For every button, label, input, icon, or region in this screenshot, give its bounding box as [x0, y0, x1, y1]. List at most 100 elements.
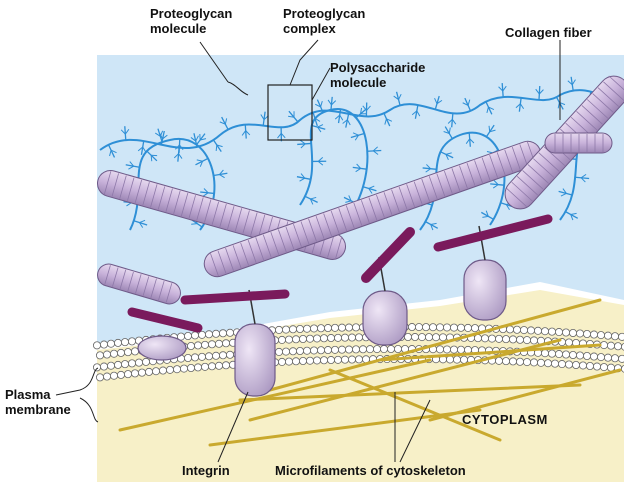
- lipid-head: [443, 346, 450, 353]
- lipid-head: [306, 335, 313, 342]
- proteoglycan-twig: [216, 145, 217, 151]
- lipid-head: [341, 334, 348, 341]
- lipid-head: [509, 358, 516, 365]
- lipid-head: [415, 323, 422, 330]
- lipid-head: [327, 356, 334, 363]
- proteoglycan-complex-label: Proteoglycan complex: [283, 6, 365, 36]
- lipid-head: [205, 353, 212, 360]
- lipid-head: [604, 354, 611, 361]
- lipid-head: [408, 323, 415, 330]
- lipid-head: [121, 361, 128, 368]
- lipid-head: [429, 324, 436, 331]
- lipid-head: [551, 360, 558, 367]
- lipid-head: [145, 368, 152, 375]
- lipid-head: [576, 352, 583, 359]
- lipid-head: [334, 356, 341, 363]
- lipid-head: [548, 350, 555, 357]
- lipid-head: [597, 331, 604, 338]
- lipid-head: [404, 333, 411, 340]
- lipid-head: [509, 336, 516, 343]
- lipid-head: [562, 329, 569, 336]
- lipid-head: [320, 357, 327, 364]
- lipid-head: [555, 328, 562, 335]
- lipid-head: [212, 352, 219, 359]
- lipid-head: [446, 356, 453, 363]
- lipid-head: [292, 358, 299, 365]
- lipid-head: [590, 353, 597, 360]
- lipid-head: [282, 348, 289, 355]
- lipid-head: [593, 363, 600, 370]
- lipid-head: [201, 341, 208, 348]
- lipid-head: [103, 373, 110, 380]
- lipid-head: [450, 346, 457, 353]
- lipid-head: [275, 348, 282, 355]
- lipid-head: [327, 334, 334, 341]
- lipid-head: [278, 358, 285, 365]
- lipid-head: [103, 351, 110, 358]
- lipid-head: [548, 328, 555, 335]
- lipid-head: [219, 352, 226, 359]
- lipid-head: [114, 361, 121, 368]
- lipid-head: [131, 370, 138, 377]
- lipid-head: [324, 324, 331, 331]
- lipid-head: [159, 367, 166, 374]
- lipid-head: [201, 363, 208, 370]
- lipid-head: [152, 368, 159, 375]
- integrin-label: Integrin: [182, 463, 230, 478]
- lipid-head: [544, 360, 551, 367]
- lipid-head: [138, 369, 145, 376]
- lipid-head: [555, 350, 562, 357]
- lipid-head: [450, 324, 457, 331]
- lipid-head: [135, 359, 142, 366]
- lipid-head: [355, 334, 362, 341]
- plasma-membrane-label: Plasma membrane: [5, 387, 71, 417]
- lipid-head: [523, 358, 530, 365]
- lipid-head: [184, 332, 191, 339]
- lipid-head: [495, 335, 502, 342]
- lipid-head: [282, 326, 289, 333]
- lipid-head: [572, 361, 579, 368]
- lipid-head: [215, 340, 222, 347]
- lipid-head: [352, 346, 359, 353]
- lipid-head: [191, 332, 198, 339]
- lipid-head: [495, 357, 502, 364]
- lipid-head: [208, 341, 215, 348]
- lipid-head: [541, 350, 548, 357]
- lipid-head: [471, 325, 478, 332]
- lipid-head: [212, 330, 219, 337]
- lipid-head: [534, 327, 541, 334]
- lipid-head: [285, 336, 292, 343]
- lipid-head: [198, 353, 205, 360]
- lipid-head: [516, 336, 523, 343]
- lipid-head: [352, 324, 359, 331]
- lipid-head: [205, 331, 212, 338]
- lipid-head: [124, 349, 131, 356]
- lipid-head: [303, 347, 310, 354]
- lipid-head: [457, 324, 464, 331]
- lipid-head: [432, 334, 439, 341]
- lipid-head: [425, 334, 432, 341]
- collagen-fiber: [545, 133, 612, 153]
- lipid-head: [443, 324, 450, 331]
- lipid-head: [537, 359, 544, 366]
- lipid-head: [604, 332, 611, 339]
- lipid-head: [124, 371, 131, 378]
- lipid-head: [303, 325, 310, 332]
- lipid-head: [285, 358, 292, 365]
- lipid-head: [194, 364, 201, 371]
- lipid-head: [306, 357, 313, 364]
- lipid-head: [180, 365, 187, 372]
- lipid-head: [289, 348, 296, 355]
- lipid-head: [366, 346, 373, 353]
- lipid-head: [121, 339, 128, 346]
- lipid-head: [611, 333, 618, 340]
- lipid-head: [110, 350, 117, 357]
- lipid-head: [530, 359, 537, 366]
- lipid-head: [107, 362, 114, 369]
- lipid-head: [436, 324, 443, 331]
- lipid-head: [173, 366, 180, 373]
- lipid-head: [93, 364, 100, 371]
- lipid-head: [481, 335, 488, 342]
- lipid-head: [341, 356, 348, 363]
